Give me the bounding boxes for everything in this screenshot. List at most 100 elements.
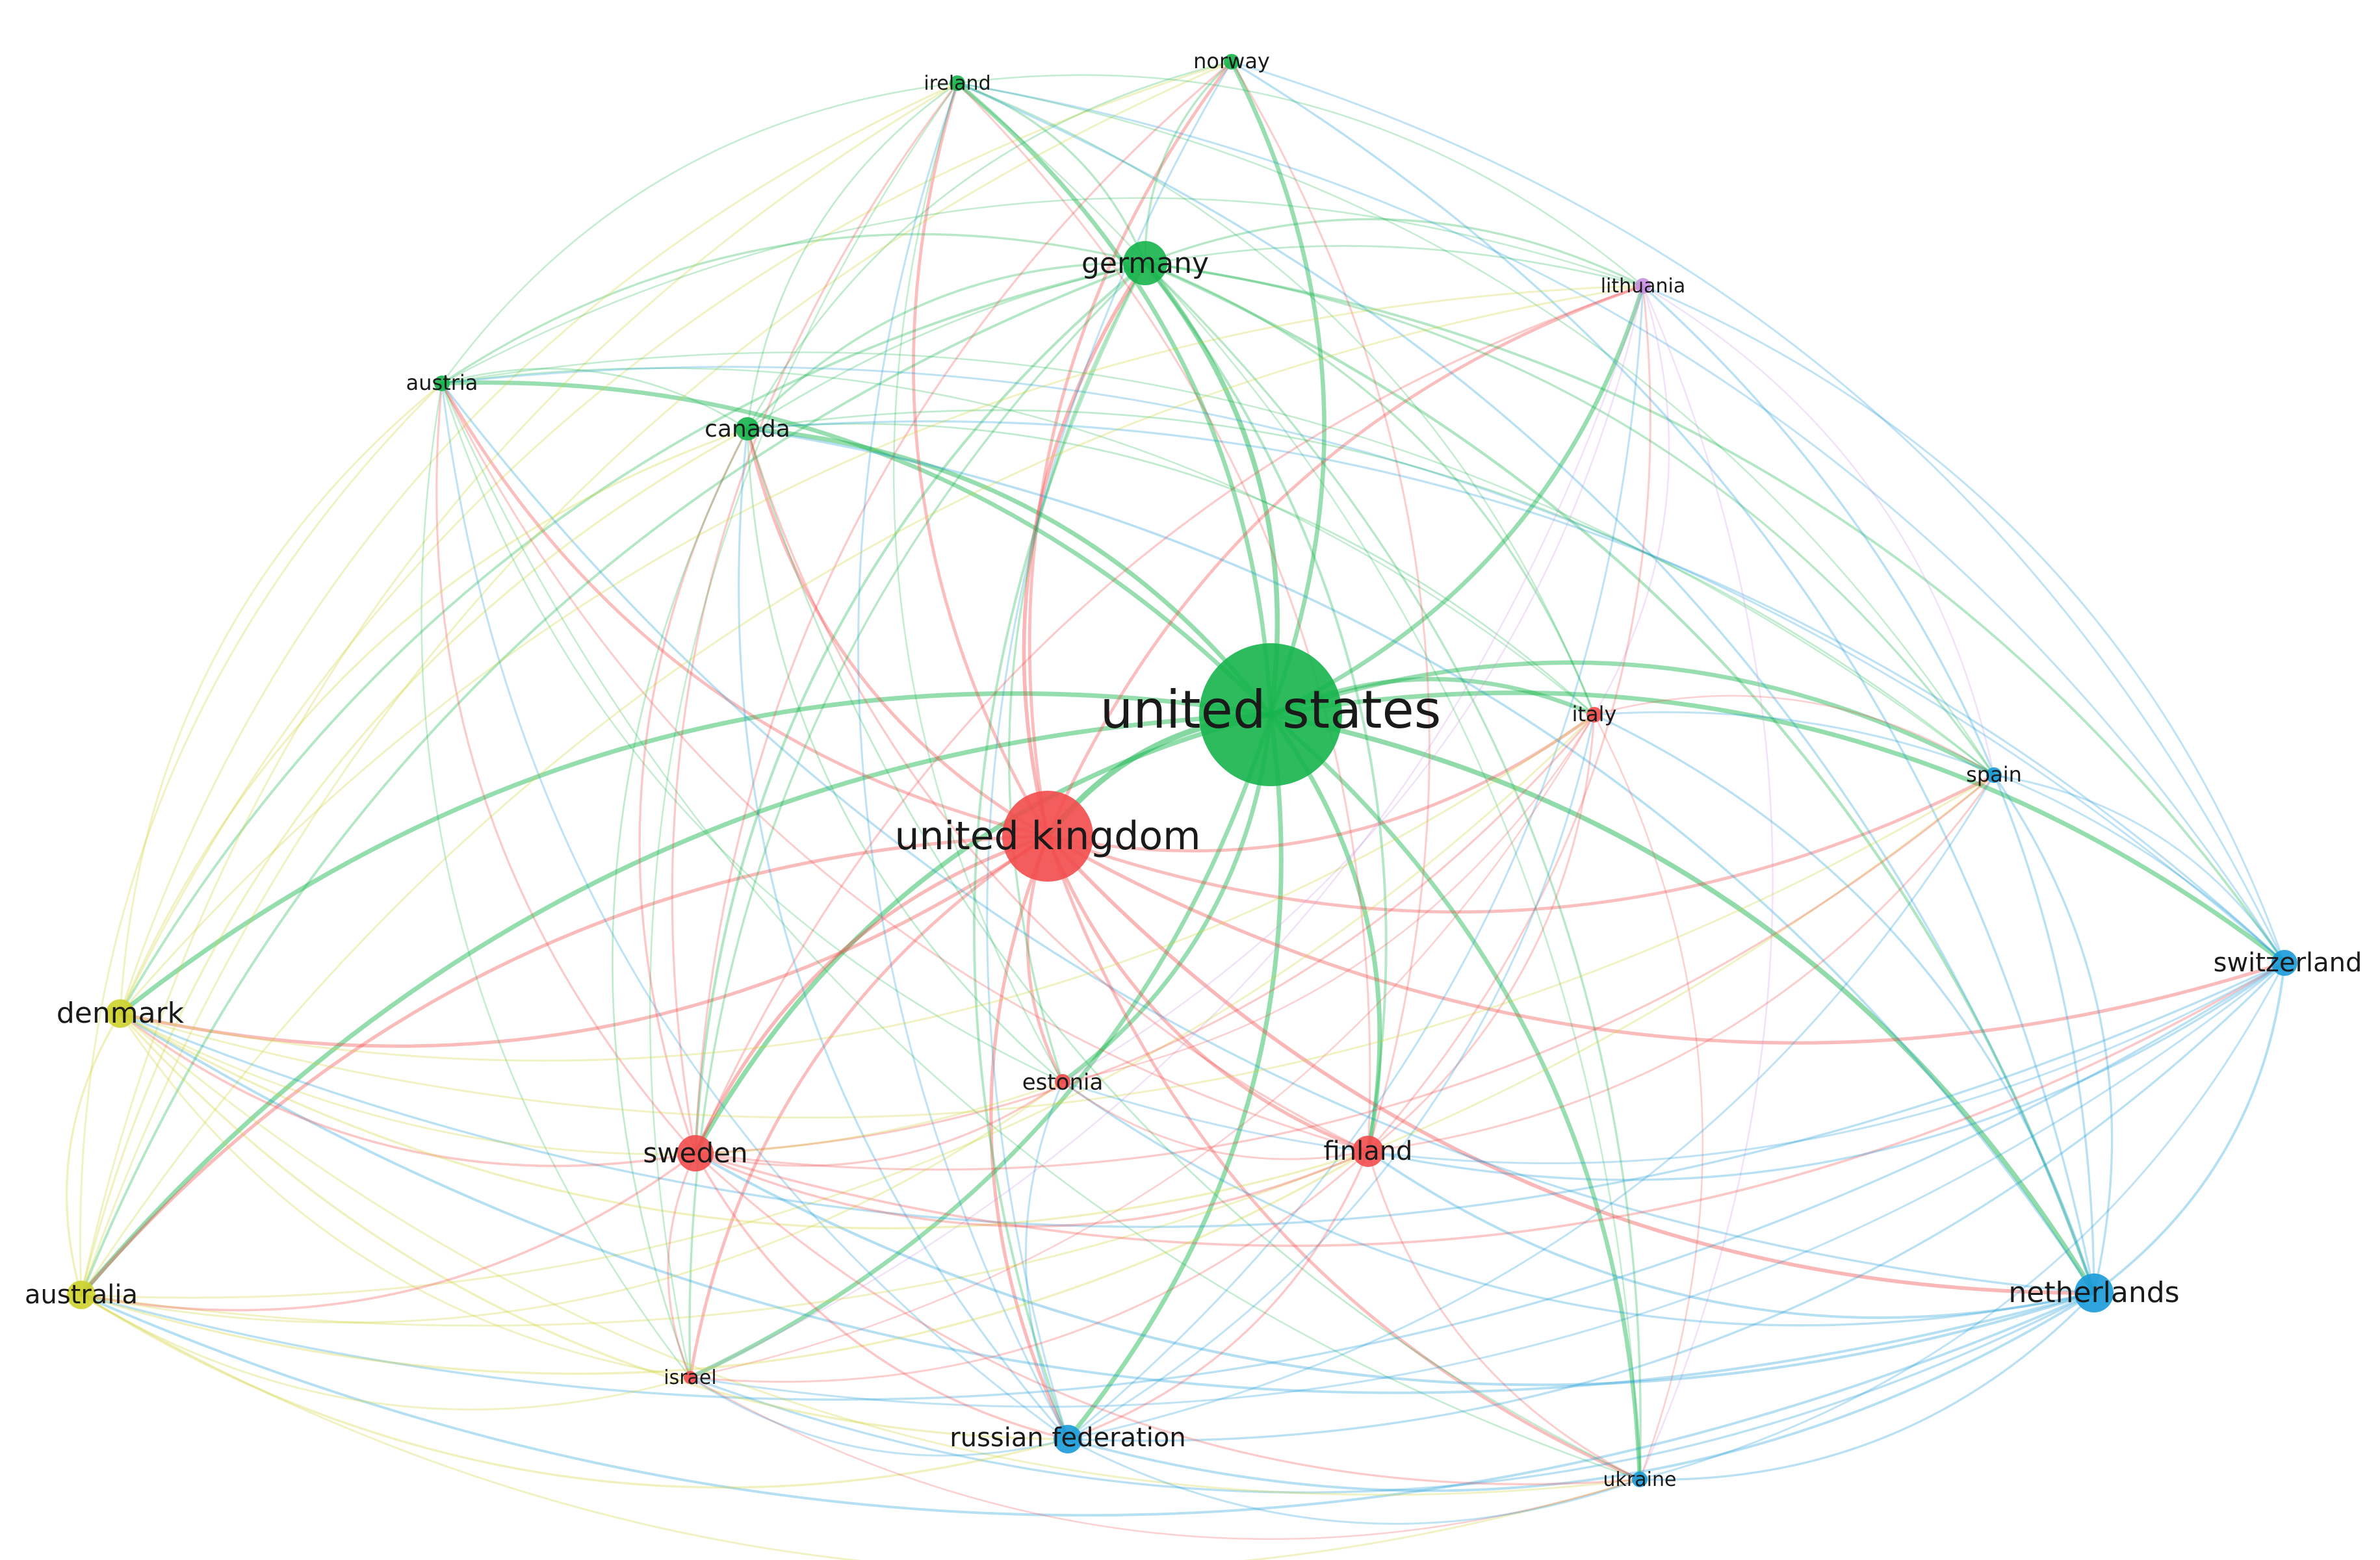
node-ireland[interactable] [950,75,965,91]
edge-austria-finland [441,382,1369,1153]
node-label-spain: spain [1966,762,2022,787]
node-united-kingdom[interactable] [1002,791,1093,882]
node-estonia[interactable] [1055,1074,1070,1090]
edge-russian-federation-ukraine [1067,1438,1641,1525]
edge-united-kingdom-norway [1028,60,1234,838]
edge-sweden-israel [667,1152,697,1379]
node-sweden[interactable] [677,1135,714,1171]
node-finland[interactable] [1352,1136,1384,1167]
node-israel[interactable] [684,1371,697,1384]
edge-united-kingdom-sweden [693,834,1050,1155]
edge-switzerland-australia [80,962,2286,1401]
edge-switzerland-israel [689,962,2286,1408]
edge-austria-ukraine [441,382,1641,1481]
edge-united-states-spain [1268,660,1997,778]
edge-united-kingdom-ukraine [1046,834,1642,1481]
edge-ireland-australia [80,82,959,1296]
node-label-lithuania: lithuania [1601,275,1686,298]
node-united-states[interactable] [1199,643,1342,786]
edge-canada-israel [612,428,749,1379]
node-norway[interactable] [1224,54,1239,70]
edge-netherlands-australia [80,1292,2095,1517]
edge-ireland-spain [956,82,1995,776]
edge-ireland-israel [649,82,959,1379]
edge-netherlands-sweden [693,1151,2096,1387]
edge-united-states-germany [1143,261,1280,717]
edge-sweden-ukraine [694,1152,1641,1485]
edge-lithuania-finland [1367,285,1651,1153]
edge-canada-russian-federation [738,428,1069,1440]
edge-ireland-sweden [671,82,959,1155]
edge-lithuania-ukraine [1638,285,1774,1481]
node-label-united-states: united states [1100,680,1442,740]
edge-ireland-italy [956,82,1596,716]
edge-australia-estonia [80,1080,1064,1324]
edge-canada-italy [746,422,1596,716]
node-spain[interactable] [1986,767,2002,783]
edge-finland-russian-federation [1067,1150,1369,1440]
edge-switzerland-finland [1367,962,2286,1181]
nodes-layer [67,54,2297,1487]
edge-united-kingdom-ireland [912,81,1050,838]
node-germany[interactable] [1123,241,1167,285]
edge-estonia-russian-federation [1024,1080,1069,1440]
edge-germany-switzerland [1144,262,2286,964]
node-ukraine[interactable] [1632,1472,1648,1487]
edge-sweden-russian-federation [694,1152,1069,1440]
edge-austria-spain [441,352,1995,776]
edge-united-states-ireland [955,81,1273,717]
edge-ireland-finland [956,82,1371,1153]
edge-italy-spain [1593,695,1995,776]
node-netherlands[interactable] [2075,1273,2114,1312]
edge-denmark-australia [66,1012,122,1296]
edge-italy-sweden [694,713,1596,1155]
edge-denmark-ukraine [119,1012,1641,1496]
edge-germany-israel [688,262,1146,1379]
edge-austria-estonia [441,382,1064,1083]
node-switzerland[interactable] [2271,950,2297,976]
node-label-estonia: estonia [1022,1069,1104,1095]
edge-israel-ukraine [689,1376,1641,1541]
node-austria[interactable] [434,376,450,391]
edge-norway-netherlands [1230,60,2095,1294]
edge-canada-netherlands [746,428,2095,1294]
node-label-australia: australia [25,1280,138,1310]
edge-germany-lithuania [1144,218,1644,287]
edge-united-states-sweden [693,712,1273,1156]
edge-germany-estonia [1007,262,1146,1083]
node-canada[interactable] [736,417,759,441]
edge-spain-sweden [694,774,1995,1171]
edge-canada-ukraine [746,428,1641,1481]
edge-canada-spain [746,409,1995,776]
edge-canada-australia [80,428,749,1296]
edge-united-kingdom-spain [1046,773,1996,914]
edge-finland-ukraine [1367,1150,1641,1481]
edge-netherlands-israel [689,1292,2095,1494]
edge-united-kingdom-israel [688,834,1050,1379]
edge-denmark-finland [119,1012,1369,1230]
edge-norway-canada [746,60,1233,430]
edge-lithuania-spain [1642,285,1995,776]
node-australia[interactable] [67,1281,96,1309]
edge-lithuania-denmark [119,285,1644,1015]
node-label-united-kingdom: united kingdom [894,813,1200,859]
edge-sweden-estonia [694,1080,1064,1167]
edge-united-states-ukraine [1268,712,1642,1482]
edge-israel-russian-federation [689,1376,1069,1457]
edge-germany-australia [80,262,1146,1296]
edge-ireland-canada [746,82,959,430]
node-lithuania[interactable] [1635,278,1651,294]
node-italy[interactable] [1586,707,1602,722]
edge-switzerland-estonia [1061,962,2286,1164]
node-label-sweden: sweden [643,1137,747,1169]
node-denmark[interactable] [106,999,135,1028]
edge-spain-russian-federation [1067,774,1995,1440]
edge-lithuania-israel [689,285,1644,1379]
node-russian-federation[interactable] [1054,1425,1082,1453]
node-label-germany: germany [1081,247,1209,280]
node-label-ireland: ireland [924,72,990,95]
edge-germany-ukraine [1144,262,1642,1481]
edge-united-states-netherlands [1268,712,2097,1296]
node-label-canada: canada [705,416,790,442]
edge-italy-israel [689,713,1596,1379]
